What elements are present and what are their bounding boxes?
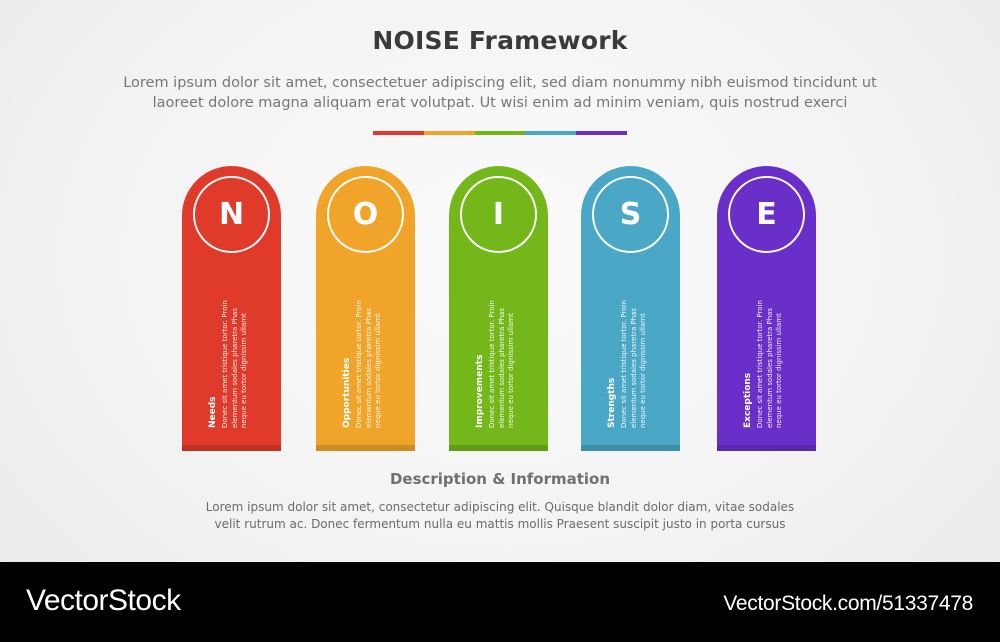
card-bottom-strip [182, 445, 281, 451]
color-segment-e [576, 131, 627, 135]
card-body-line: elementum sodales pharetra Phas [629, 307, 638, 428]
letter-circle-icon: I [460, 176, 537, 253]
description-line-1: Lorem ipsum dolor sit amet, consectetur … [205, 500, 795, 514]
letter-circle-icon: S [592, 176, 669, 253]
description-text: Lorem ipsum dolor sit amet, consectetur … [150, 499, 850, 533]
card-body-line: Donec sit amet tristique tortor. Proin [488, 300, 496, 428]
card-body-line: elementum sodales pharetra Phas [364, 307, 373, 428]
card-body-line: elementum sodales pharetra Phas [230, 307, 239, 428]
card-body-line: Donec sit amet tristique tortor. Proin [355, 300, 363, 428]
card-text: Opportunities Donec sit amet tristique t… [341, 276, 401, 428]
card-title: Improvements [475, 354, 485, 428]
card-body-line: neque eu tortor dignissim ullamt [507, 313, 515, 428]
subtitle-line-2: laoreet dolore magna aliquam erat volutp… [152, 95, 848, 111]
card-bottom-strip [581, 445, 680, 451]
image-reference: VectorStock.com/51337478 [723, 592, 973, 615]
letter-circle-icon: N [193, 176, 270, 253]
letter-circle-icon: E [728, 176, 805, 253]
card-strengths: S Strengths Donec sit amet tristique tor… [581, 166, 680, 451]
card-body-line: neque eu tortor dignissim ullamt [639, 313, 647, 428]
color-divider-bar [373, 131, 627, 135]
card-text: Needs Donec sit amet tristique tortor. P… [207, 276, 267, 428]
color-segment-o [423, 131, 475, 135]
card-title: Exceptions [743, 372, 753, 428]
brand-logo: VectorStock [26, 584, 181, 617]
card-body-line: neque eu tortor dignissim ullamt [374, 313, 382, 428]
card-body-line: Donec sit amet tristique tortor. Proin [221, 300, 229, 428]
description-title: Description & Information [389, 470, 611, 488]
card-title: Needs [208, 396, 218, 428]
color-segment-s [525, 131, 577, 135]
page-subtitle: Lorem ipsum dolor sit amet, consectetuer… [60, 73, 940, 113]
page-title: NOISE Framework [372, 26, 628, 55]
card-opportunities: O Opportunities Donec sit amet tristique… [316, 166, 415, 451]
description-line-2: velit rutrum ac. Donec fermentum nulla e… [214, 517, 786, 531]
card-body-line: elementum sodales pharetra Phas [497, 307, 506, 428]
card-body-line: Donec sit amet tristique tortor. Proin [620, 300, 628, 428]
card-text: Exceptions Donec sit amet tristique tort… [742, 276, 802, 428]
card-title: Opportunities [342, 357, 352, 428]
card-text: Strengths Donec sit amet tristique torto… [606, 276, 666, 428]
card-bottom-strip [717, 445, 816, 451]
card-title: Strengths [607, 377, 617, 428]
letter-circle-icon: O [327, 176, 404, 253]
card-bottom-strip [316, 445, 415, 451]
watermark-footer: VectorStock VectorStock.com/51337478 [0, 562, 1000, 642]
card-needs: N Needs Donec sit amet tristique tortor.… [182, 166, 281, 451]
card-body-line: Donec sit amet tristique tortor. Proin [756, 300, 764, 428]
card-text: Improvements Donec sit amet tristique to… [474, 276, 534, 428]
subtitle-line-1: Lorem ipsum dolor sit amet, consectetuer… [123, 75, 877, 91]
card-bottom-strip [449, 445, 548, 451]
card-exceptions: E Exceptions Donec sit amet tristique to… [717, 166, 816, 451]
card-improvements: I Improvements Donec sit amet tristique … [449, 166, 548, 451]
color-segment-i [474, 131, 526, 135]
card-body-line: neque eu tortor dignissim ullamt [240, 313, 248, 428]
card-body-line: neque eu tortor dignissim ullamt [775, 313, 783, 428]
color-segment-n [373, 131, 424, 135]
card-body-line: elementum sodales pharetra Phas [765, 307, 774, 428]
